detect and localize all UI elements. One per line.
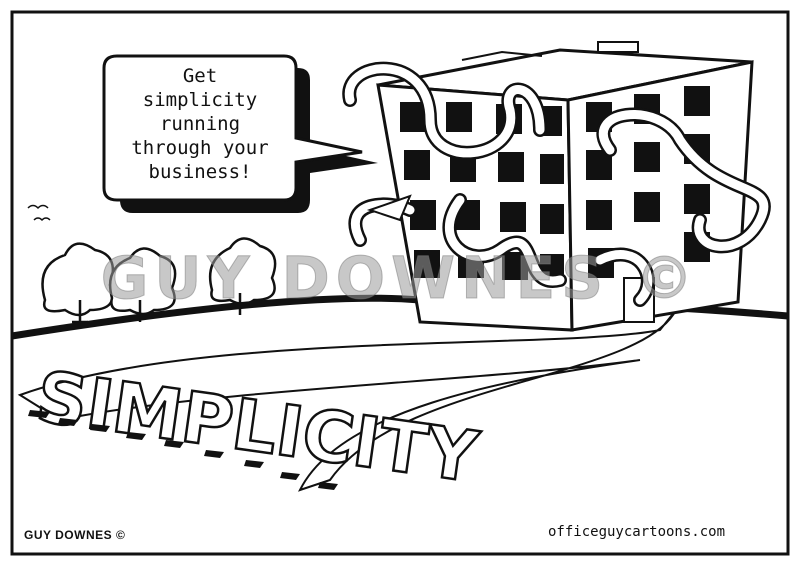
watermark: GUY DOWNES © bbox=[101, 244, 699, 312]
speech-text: Get simplicity running through your busi… bbox=[131, 65, 268, 183]
trees bbox=[41, 237, 277, 324]
website-credit: officeguycartoons.com bbox=[548, 524, 726, 540]
speech-line: running bbox=[160, 113, 240, 135]
speech-line: business! bbox=[149, 161, 252, 183]
letter-shadows bbox=[28, 410, 338, 490]
speech-bubble bbox=[102, 54, 378, 213]
artist-signature: GUY DOWNES © bbox=[24, 528, 126, 542]
speech-line: Get bbox=[183, 65, 217, 87]
birds bbox=[27, 204, 51, 222]
speech-line: through your bbox=[131, 137, 268, 159]
simplicity-road bbox=[17, 309, 677, 492]
arrow-head bbox=[366, 194, 412, 222]
office-building bbox=[376, 41, 754, 332]
speech-line: simplicity bbox=[143, 89, 257, 111]
